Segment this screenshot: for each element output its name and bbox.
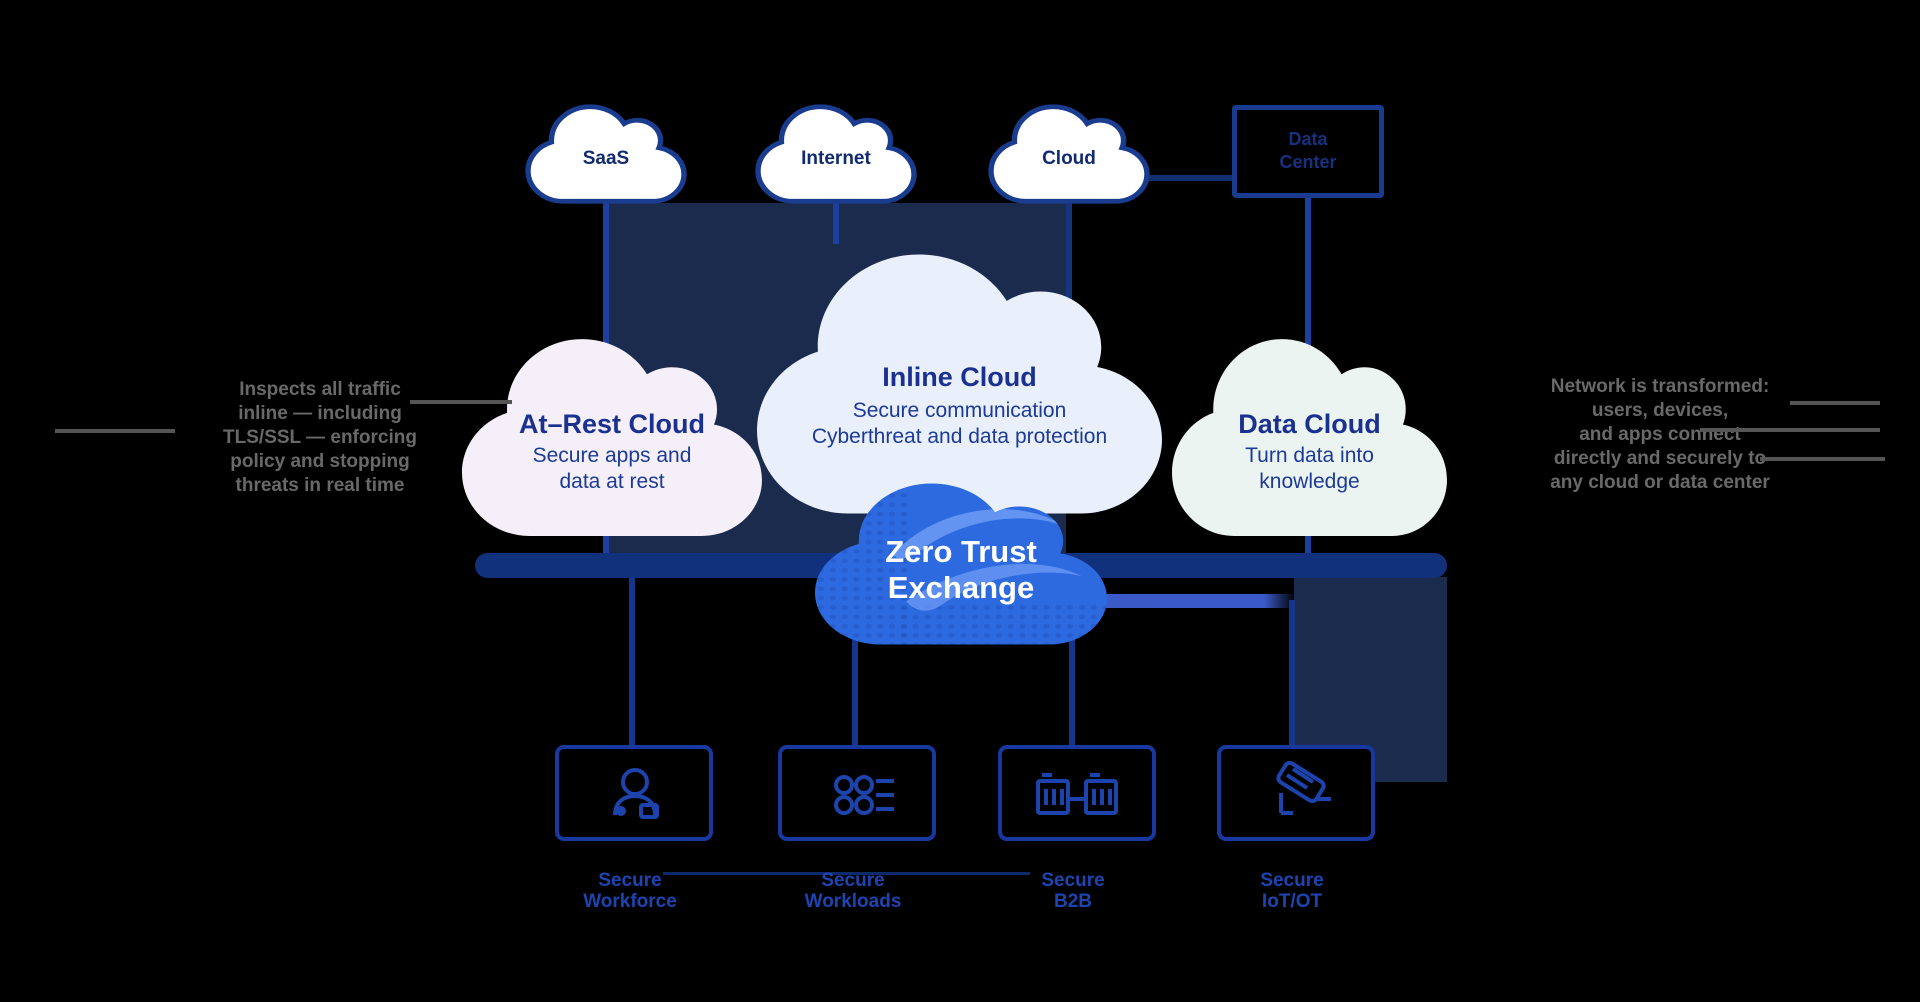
label-line: Secure xyxy=(821,870,885,891)
inline-line1: Secure communication xyxy=(852,399,1067,422)
left-annotation-line: inline — including xyxy=(238,403,402,424)
connector-workforce-leg xyxy=(629,577,635,748)
secure-workloads-box xyxy=(778,745,936,841)
right-annotation-line: users, devices, xyxy=(1591,400,1729,421)
label-line: Secure xyxy=(1260,870,1324,891)
cloud-shape xyxy=(462,339,762,536)
zero-trust-exchange-cloud: Zero Trust Exchange xyxy=(815,472,1107,656)
saas-cloud-label: SaaS xyxy=(582,148,630,169)
left-annotation-rule xyxy=(410,400,512,404)
right-annotation-rule xyxy=(1700,428,1880,432)
secure-workloads-label: Secure Workloads xyxy=(778,870,928,912)
label-line: Workforce xyxy=(583,891,677,912)
person-icon xyxy=(613,768,659,819)
cloud-cloud-label: Cloud xyxy=(1042,148,1096,169)
left-annotation-line: TLS/SSL — enforcing xyxy=(223,427,417,448)
data-cloud-subtitle: Turn data into knowledge xyxy=(1172,443,1447,495)
zte-label-line2: Exchange xyxy=(887,570,1035,605)
left-annotation-line: policy and stopping xyxy=(230,451,410,472)
at-rest-cloud: At–Rest Cloud Secure apps and data at re… xyxy=(462,325,762,550)
cloud-shape xyxy=(1172,339,1447,536)
secure-iot-box xyxy=(1217,745,1375,841)
secure-b2b-label: Secure B2B xyxy=(998,870,1148,912)
cloud-icon xyxy=(988,104,1150,204)
right-annotation-rule xyxy=(1760,457,1885,461)
inline-cloud-subtitle: Secure communication Cyberthreat and dat… xyxy=(757,398,1162,450)
cloud-cloud: Cloud xyxy=(988,100,1150,208)
data-cloud-title: Data Cloud xyxy=(1238,409,1381,439)
left-annotation-rule xyxy=(55,429,175,433)
secure-workforce-box xyxy=(555,745,713,841)
connector-workloads-leg xyxy=(852,577,858,748)
data-line2: knowledge xyxy=(1259,470,1360,493)
left-annotation-line: threats in real time xyxy=(235,475,405,496)
right-annotation-line: any cloud or data center xyxy=(1550,472,1770,493)
data-center-box: Data Center xyxy=(1232,105,1384,198)
buildings-icon xyxy=(1036,773,1118,815)
right-annotation-line: directly and securely to xyxy=(1553,448,1767,469)
cloud-icon xyxy=(525,104,687,204)
secure-workforce-label: Secure Workforce xyxy=(555,870,705,912)
label-line: Secure xyxy=(598,870,662,891)
inline-cloud-title: Inline Cloud xyxy=(882,362,1037,392)
connector-iot-leg xyxy=(1289,600,1295,748)
cloud-icon xyxy=(755,104,917,204)
left-annotation-line: Inspects all traffic xyxy=(239,379,401,400)
left-annotation: Inspects all traffic inline — including … xyxy=(130,378,510,498)
at-rest-line1: Secure apps and xyxy=(532,444,692,467)
data-center-label-line1: Data xyxy=(1288,129,1328,149)
data-center-label-line2: Center xyxy=(1279,152,1337,172)
zscaler-cloud-icon xyxy=(815,483,1107,645)
bottom-label-rule xyxy=(663,872,1030,875)
at-rest-cloud-subtitle: Secure apps and data at rest xyxy=(462,443,762,495)
secure-iot-label: Secure IoT/OT xyxy=(1217,870,1367,912)
zte-label-line1: Zero Trust xyxy=(885,534,1037,569)
at-rest-cloud-title: At–Rest Cloud xyxy=(518,409,705,439)
inline-cloud: Inline Cloud Secure communication Cybert… xyxy=(757,236,1162,532)
right-annotation-line: and apps connect xyxy=(1579,424,1741,445)
saas-cloud: SaaS xyxy=(525,100,687,208)
zero-trust-exchange-label: Zero Trust Exchange xyxy=(815,534,1107,606)
label-line: Workloads xyxy=(804,891,902,912)
data-center-label: Data Center xyxy=(1237,128,1379,174)
label-line: Secure xyxy=(1041,870,1105,891)
cloud-shape xyxy=(757,254,1162,514)
right-annotation-rule xyxy=(1790,401,1880,405)
connector-internet-leg xyxy=(833,192,839,244)
data-line1: Turn data into xyxy=(1245,444,1374,467)
camera-icon xyxy=(1276,760,1331,815)
label-line: IoT/OT xyxy=(1261,891,1323,912)
inline-line2: Cyberthreat and data protection xyxy=(811,425,1108,448)
data-cloud: Data Cloud Turn data into knowledge xyxy=(1172,325,1447,550)
internet-cloud-label: Internet xyxy=(801,148,871,169)
secure-b2b-box xyxy=(998,745,1156,841)
right-annotation-line: Network is transformed: xyxy=(1550,376,1770,397)
connector-b2b-leg xyxy=(1069,577,1075,748)
connector-cloud-datacenter xyxy=(1128,175,1234,181)
label-line: B2B xyxy=(1053,891,1092,912)
internet-cloud: Internet xyxy=(755,100,917,208)
at-rest-line2: data at rest xyxy=(559,470,665,493)
connector-cloud-leg xyxy=(1066,196,1072,322)
right-annotation: Network is transformed: users, devices, … xyxy=(1470,375,1850,495)
workloads-icon xyxy=(834,775,894,815)
